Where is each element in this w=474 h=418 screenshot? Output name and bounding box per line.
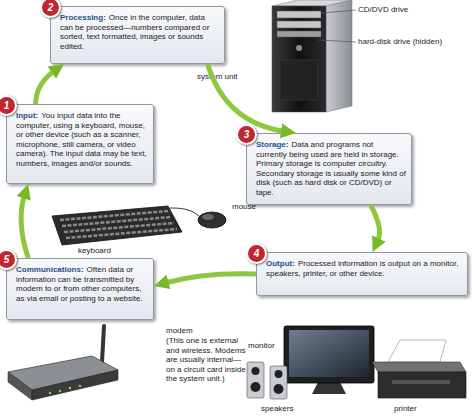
callout-number: 5 <box>0 249 17 270</box>
printer-top <box>372 362 466 372</box>
cycle-arrow <box>166 274 256 283</box>
step-box: 4Output:Processed information is output … <box>256 252 468 296</box>
step-heading: Processing: <box>60 13 106 22</box>
modem-antenna <box>102 326 104 362</box>
modem-side <box>8 372 32 400</box>
callout-number: 4 <box>246 243 267 264</box>
modem <box>8 326 118 400</box>
step-heading: Communications: <box>16 265 84 274</box>
speaker <box>270 366 287 399</box>
mouse-cord <box>170 208 199 216</box>
power-button <box>296 45 302 51</box>
part-label: speakers <box>261 404 293 414</box>
monitor <box>284 326 374 394</box>
tower-grille <box>280 60 318 100</box>
tower-front <box>272 6 326 112</box>
part-label: keyboard <box>78 246 111 256</box>
cycle-arrow <box>208 64 284 131</box>
step-box: 1Input:You input data into the computer,… <box>6 104 154 184</box>
keyboard-body <box>52 206 182 245</box>
printer-paper <box>388 340 446 362</box>
speaker-cone <box>252 367 260 375</box>
drive-bay <box>277 21 321 28</box>
key-row <box>66 229 177 238</box>
printer-body <box>378 372 466 398</box>
drive-bay <box>277 11 321 18</box>
speakers <box>247 362 287 399</box>
system-unit <box>272 0 356 112</box>
step-heading: Input: <box>16 111 38 120</box>
part-label: (This one is external and wireless. Mode… <box>166 336 246 384</box>
mouse <box>170 208 226 228</box>
leader-line <box>318 40 356 42</box>
status-light <box>49 392 52 395</box>
tower-side <box>326 0 352 112</box>
step-box: 3Storage:Data and programs not currently… <box>246 133 412 205</box>
speaker <box>247 362 264 398</box>
mouse-body <box>198 212 226 228</box>
cycle-arrow <box>21 195 28 258</box>
callout-number: 2 <box>40 0 61 18</box>
status-light <box>79 385 82 388</box>
part-label: modem <box>166 326 193 336</box>
monitor-frame <box>284 326 374 383</box>
speaker-cone <box>251 382 261 392</box>
cycle-arrow <box>36 71 55 104</box>
part-label: mouse <box>232 202 256 212</box>
step-heading: Output: <box>266 259 295 268</box>
part-label: CD/DVD drive <box>358 5 408 15</box>
speaker-cone <box>275 370 283 378</box>
part-label: hard-disk drive (hidden) <box>358 37 442 47</box>
keyboard <box>52 206 182 245</box>
part-label: printer <box>394 404 417 414</box>
printer <box>372 340 466 398</box>
step-box: 5Communications:Often data or informatio… <box>6 258 154 320</box>
cycle-arrow <box>371 205 380 241</box>
drive-bay <box>277 31 321 37</box>
mouse-highlight <box>202 214 214 220</box>
modem-front <box>32 370 118 400</box>
part-label: system unit <box>197 72 237 82</box>
step-heading: Storage: <box>256 140 288 149</box>
status-light <box>59 390 62 393</box>
printer-slot <box>392 380 450 384</box>
monitor-screen <box>289 330 369 377</box>
status-light <box>69 387 72 390</box>
monitor-stand <box>312 382 346 394</box>
part-label: monitor <box>248 341 275 351</box>
callout-number: 1 <box>0 95 17 116</box>
step-box: 2Processing:Once in the computer, data c… <box>50 6 225 64</box>
speaker-cone <box>274 384 284 394</box>
callout-number: 3 <box>236 124 257 145</box>
leader-line <box>322 10 356 13</box>
